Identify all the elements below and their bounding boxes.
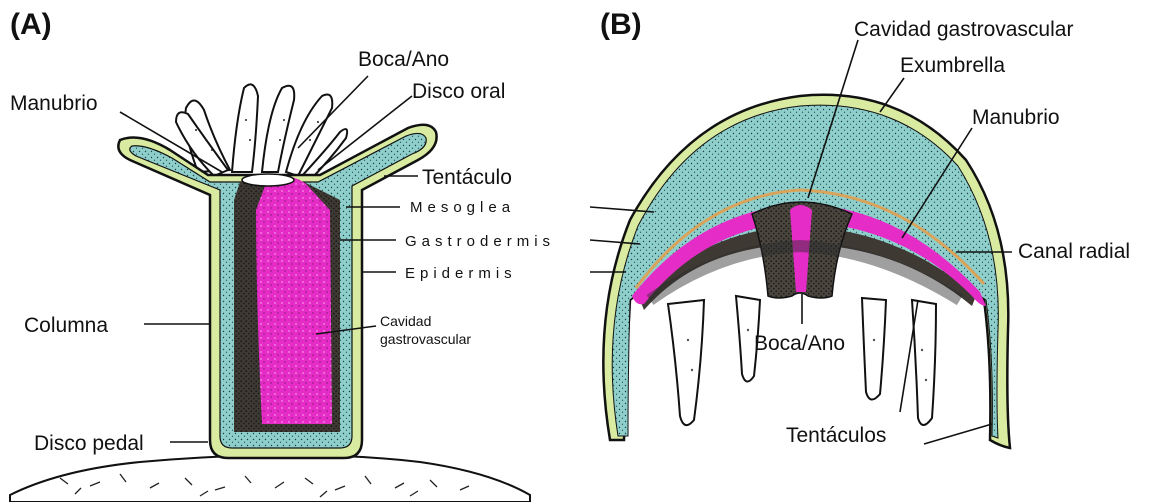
leader-tentaculos-2 <box>924 424 992 444</box>
label-boca-ano-b: Boca/Ano <box>754 332 845 355</box>
label-gastrodermis-a: Gastrodermis <box>405 233 555 250</box>
label-cavidad-a-line2: gastrovascular <box>380 331 471 347</box>
label-disco-pedal: Disco pedal <box>34 432 144 455</box>
panel-b-tag: (B) <box>600 8 642 41</box>
label-disco-oral: Disco oral <box>412 80 505 103</box>
polyp-mouth <box>242 174 294 186</box>
label-epidermis-a: Epidermis <box>405 265 517 282</box>
label-cavidad-a-line1: Cavidad <box>380 313 431 329</box>
label-manubrio-a: Manubrio <box>10 92 98 115</box>
label-cavidad-gastrovascular-b: Cavidad gastrovascular <box>854 18 1073 41</box>
label-tentaculos: Tentáculos <box>786 424 886 447</box>
panel-a-tag: (A) <box>10 8 52 41</box>
leader-boca-ano-a <box>298 76 368 148</box>
label-columna: Columna <box>24 314 108 337</box>
label-canal-radial: Canal radial <box>1018 240 1130 263</box>
label-manubrio-b: Manubrio <box>972 106 1060 129</box>
label-mesoglea-a: Mesoglea <box>410 199 515 216</box>
medusa-figure <box>603 95 1010 448</box>
substrate <box>10 455 530 502</box>
label-boca-ano-a: Boca/Ano <box>358 48 449 71</box>
label-exumbrella: Exumbrella <box>900 54 1005 77</box>
label-tentaculo: Tentáculo <box>422 166 512 189</box>
